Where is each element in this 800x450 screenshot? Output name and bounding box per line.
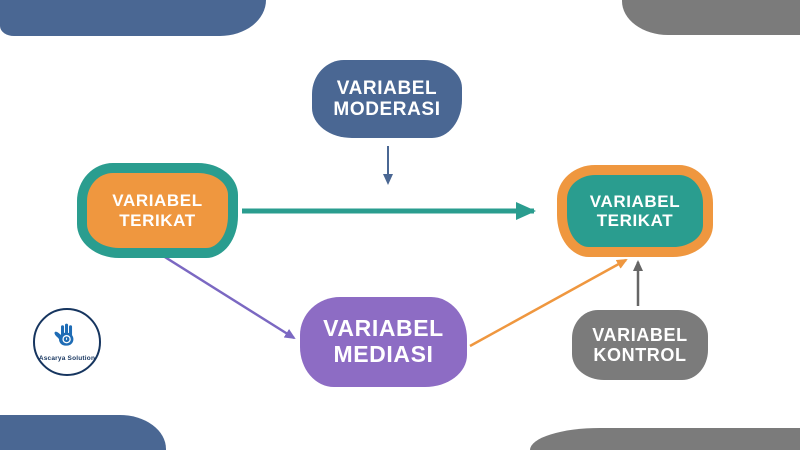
decor-blob-bottom-left [0,415,166,450]
decor-blob-bottom-right [530,428,800,450]
node-variabel-terikat-left-label: VARIABEL TERIKAT [112,191,203,230]
hand-icon [54,323,74,346]
node-variabel-kontrol-label: VARIABEL KONTROL [592,324,688,365]
logo-ascarya-solution: Ascarya Solution [33,308,101,376]
node-variabel-terikat-left: VARIABEL TERIKAT [77,163,238,258]
node-variabel-mediasi-label: VARIABEL MEDIASI [323,315,444,367]
node-variabel-moderasi-label: VARIABEL MODERASI [333,77,441,120]
node-variabel-kontrol: VARIABEL KONTROL [572,310,708,380]
node-variabel-moderasi: VARIABEL MODERASI [312,60,462,138]
decor-blob-top-left [0,0,266,36]
logo-text: Ascarya Solution [38,355,96,362]
node-variabel-mediasi: VARIABEL MEDIASI [300,297,467,387]
node-variabel-terikat-right: VARIABEL TERIKAT [557,165,713,257]
arrow-terikat-to-mediasi [159,252,296,340]
decor-blob-top-right [622,0,800,35]
node-variabel-terikat-right-label: VARIABEL TERIKAT [589,191,681,230]
